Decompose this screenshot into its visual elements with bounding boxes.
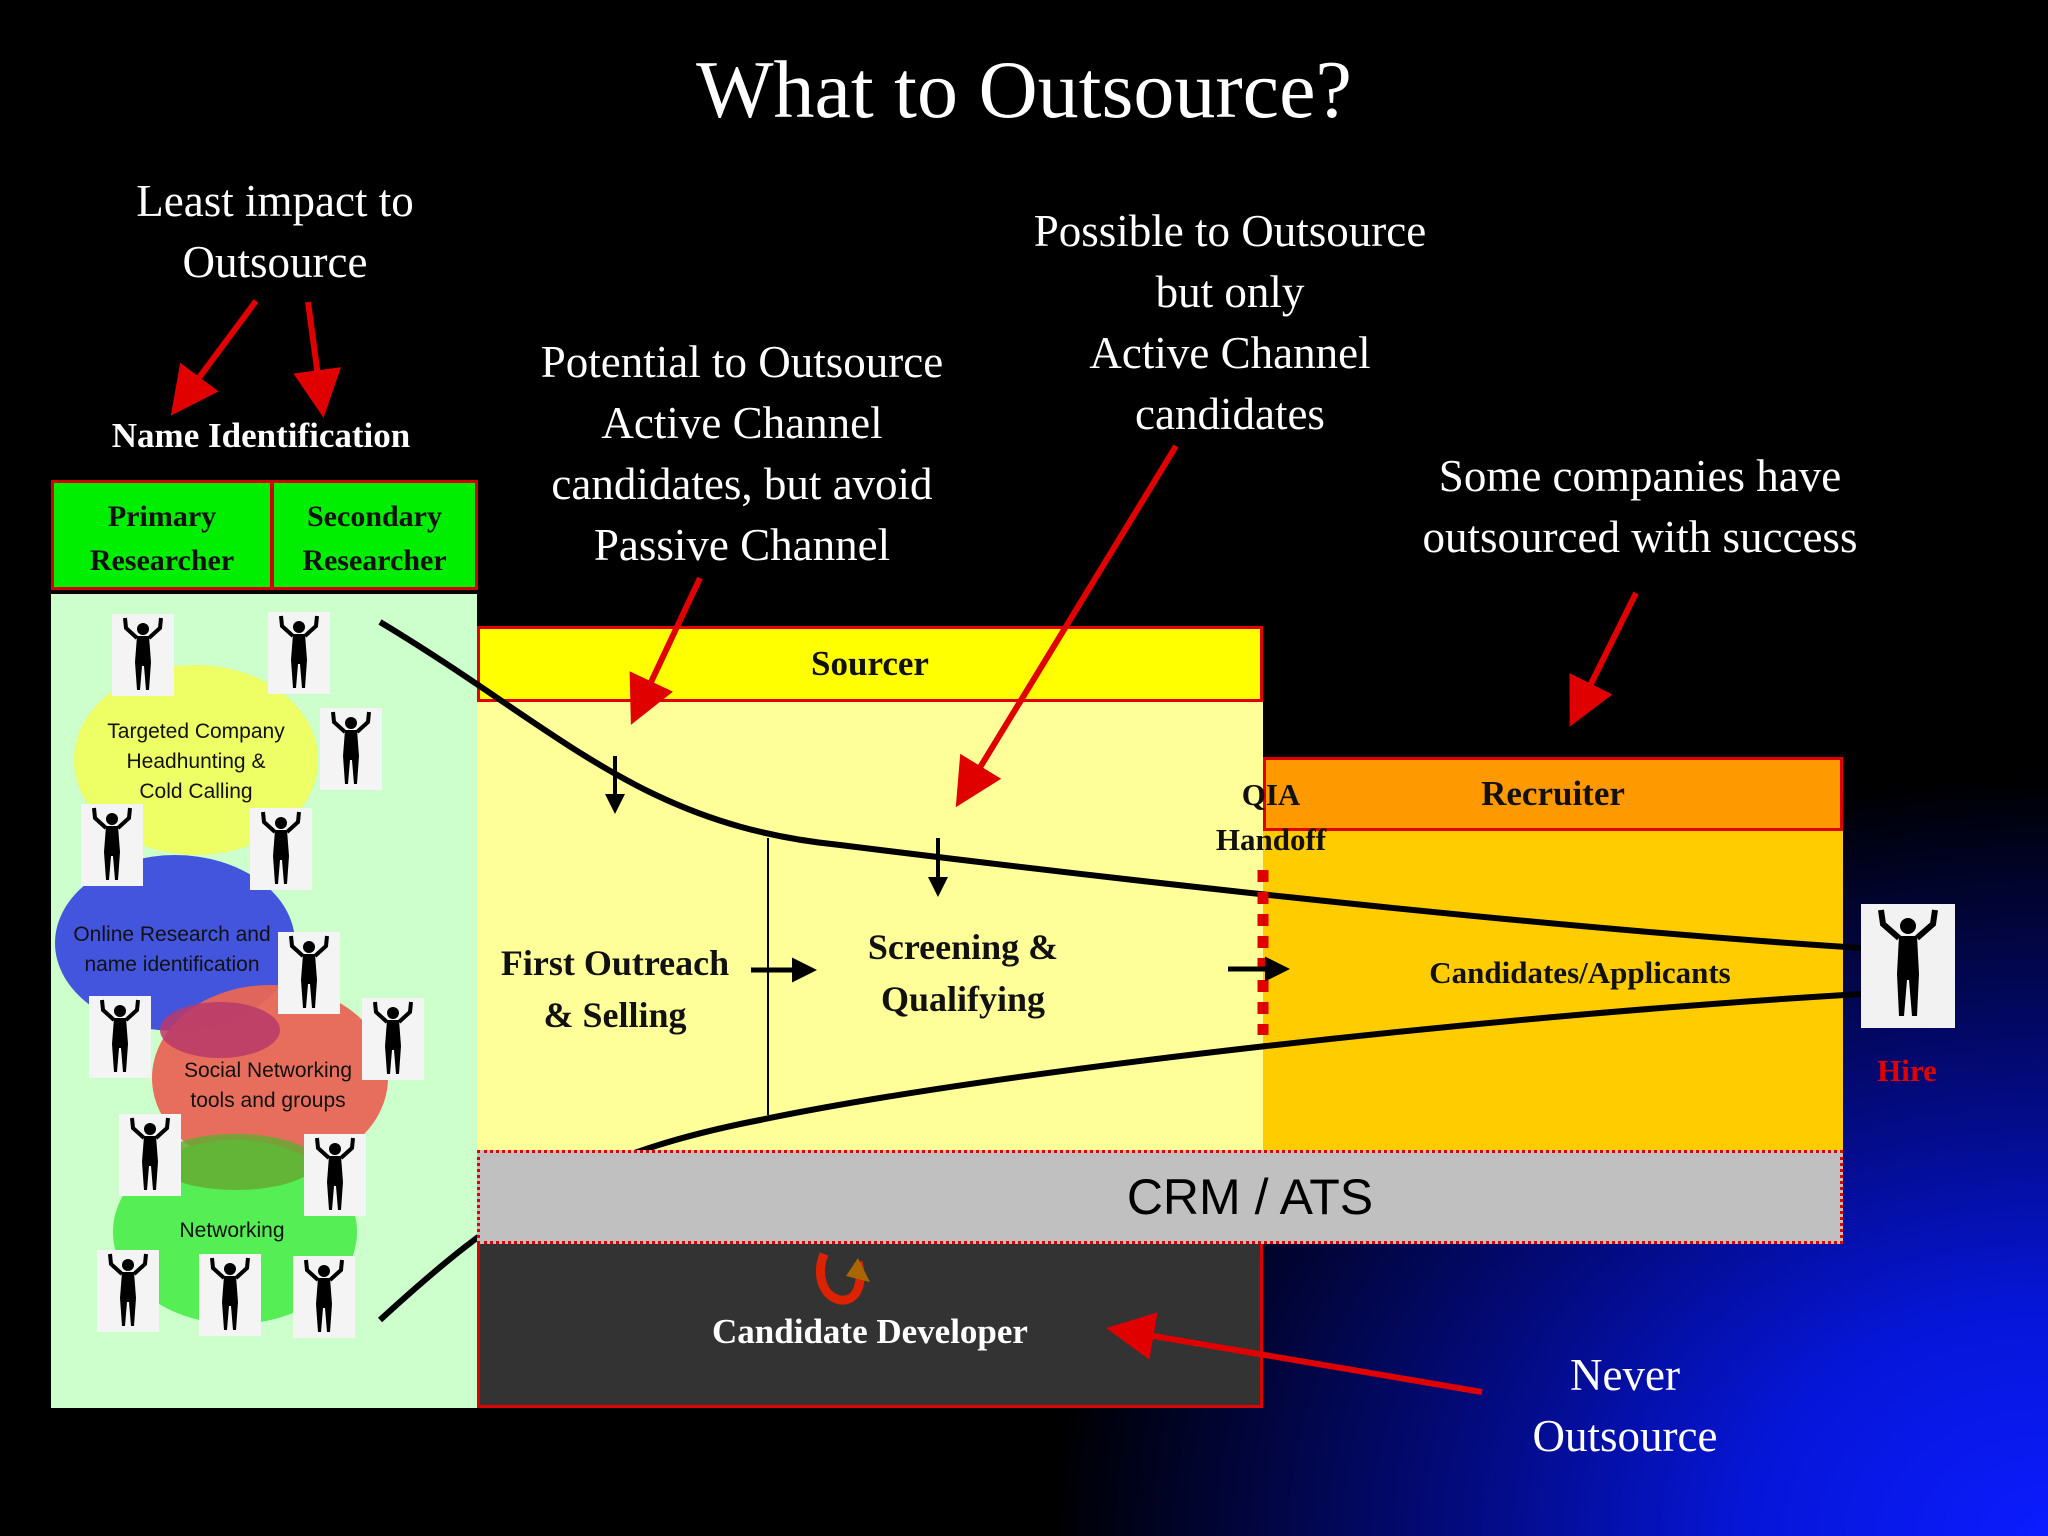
method-line: Online Research and (73, 923, 271, 946)
person-icon (320, 708, 382, 790)
note-line: but only (1155, 267, 1305, 317)
red-arrow (1569, 591, 1639, 727)
step-line: First Outreach (500, 943, 730, 983)
method-line: name identification (84, 953, 260, 976)
note-line: Outsource (1532, 1411, 1718, 1461)
note-line: Active Channel (601, 398, 883, 448)
red-arrow (955, 444, 1179, 808)
method-social-networking: Social Networking tools and groups (150, 1056, 386, 1116)
secondary-researcher-line: Secondary (307, 500, 442, 533)
note-potential: Potential to Outsource Active Channel ca… (482, 332, 1002, 576)
crm-ats-label: CRM / ATS (1126, 1169, 1374, 1225)
funnel-upper-curve (378, 619, 1863, 951)
person-icon (250, 808, 312, 890)
method-headhunting: Targeted Company Headhunting & Cold Call… (76, 717, 316, 807)
note-line: candidates, but avoid (551, 459, 933, 509)
note-least-impact: Least impact to Outsource (60, 171, 490, 293)
note-line: Some companies have (1438, 451, 1842, 501)
person-icon (199, 1254, 261, 1336)
secondary-researcher-box: Secondary Researcher (271, 480, 478, 590)
note-never: Never Outsource (1460, 1345, 1790, 1467)
step-line: Screening & (867, 927, 1059, 967)
method-line: Cold Calling (139, 780, 253, 803)
candidates-applicants-label: Candidates/Applicants (1429, 955, 1731, 990)
person-icon (1861, 904, 1955, 1028)
venn-overlap (156, 1134, 316, 1190)
person-icon (81, 804, 143, 886)
method-line: Social Networking (183, 1059, 353, 1082)
step-line: Qualifying (880, 979, 1046, 1019)
note-line: outsourced with success (1422, 512, 1858, 562)
person-icon (119, 1114, 181, 1196)
primary-researcher-box: Primary Researcher (51, 480, 273, 590)
person-icon (268, 612, 330, 694)
cycle-arrow-icon (816, 1252, 865, 1305)
primary-researcher-line: Researcher (89, 544, 235, 577)
method-online-research: Online Research and name identification (52, 920, 292, 980)
slide-title: What to Outsource? (696, 44, 1352, 135)
hire-figure-box (1861, 904, 1955, 1028)
sourcer-header: Sourcer (477, 626, 1263, 702)
person-icon (304, 1134, 366, 1216)
qia-line: Handoff (1215, 822, 1327, 857)
red-arrow (1106, 1312, 1483, 1395)
note-line: Outsource (182, 237, 368, 287)
qia-line: QIA (1241, 777, 1301, 812)
hire-label: Hire (1877, 1053, 1937, 1088)
person-icon (97, 1250, 159, 1332)
recruiter-header: Recruiter (1263, 757, 1843, 831)
method-networking: Networking (132, 1216, 332, 1246)
note-line: candidates (1135, 389, 1325, 439)
cycle-arrow-head-icon (846, 1258, 870, 1282)
person-icon (293, 1256, 355, 1338)
red-arrow (293, 301, 341, 418)
red-arrow (629, 576, 703, 725)
person-icon (278, 932, 340, 1014)
name-identification-heading: Name Identification (111, 416, 411, 455)
qia-handoff-label: QIA Handoff (1190, 772, 1352, 862)
candidate-developer-label: Candidate Developer (712, 1312, 1028, 1351)
person-icon (362, 998, 424, 1080)
note-line: Potential to Outsource (540, 337, 944, 387)
note-line: Passive Channel (593, 520, 891, 570)
sourcer-body (477, 702, 1263, 1150)
person-icon (89, 996, 151, 1078)
method-line: tools and groups (190, 1089, 346, 1112)
note-line: Active Channel (1089, 328, 1371, 378)
first-outreach-label: First Outreach & Selling (480, 937, 750, 1041)
note-line: Never (1570, 1350, 1680, 1400)
person-icon (112, 614, 174, 696)
note-some-companies: Some companies have outsourced with succ… (1360, 446, 1920, 568)
venn-online-research (55, 855, 295, 1031)
method-line: Networking (179, 1219, 285, 1242)
note-line: Least impact to (136, 176, 414, 226)
secondary-researcher-line: Researcher (302, 544, 447, 577)
screening-label: Screening & Qualifying (823, 921, 1103, 1025)
note-possible: Possible to Outsource but only Active Ch… (965, 201, 1495, 445)
red-arrow (170, 299, 259, 416)
method-line: Targeted Company (107, 720, 285, 743)
note-line: Possible to Outsource (1033, 206, 1427, 256)
method-line: Headhunting & (126, 750, 266, 773)
crm-ats-bar: CRM / ATS (477, 1150, 1843, 1244)
recruiter-body (1263, 831, 1843, 1150)
step-line: & Selling (543, 995, 687, 1035)
primary-researcher-line: Primary (107, 500, 217, 533)
venn-overlap (160, 1002, 280, 1058)
